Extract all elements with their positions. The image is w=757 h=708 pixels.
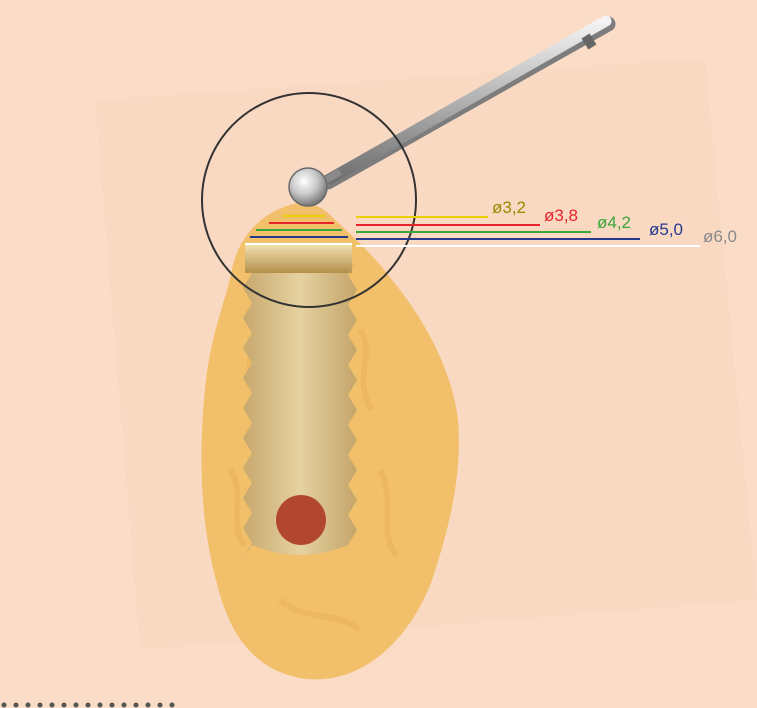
drill-shaft-groove [585, 39, 593, 44]
bottom-dot [62, 703, 67, 708]
bottom-dot [2, 703, 7, 708]
diameter-label-4: ø6,0 [703, 227, 737, 246]
bottom-dot [122, 703, 127, 708]
bottom-dot-row [2, 703, 175, 708]
bottom-dot [158, 703, 163, 708]
bottom-dot [26, 703, 31, 708]
bottom-dot [170, 703, 175, 708]
drill-ball [289, 168, 327, 206]
apex-marker [276, 495, 326, 545]
diameter-label-1: ø3,8 [544, 206, 578, 225]
bottom-dot [98, 703, 103, 708]
bottom-dot [74, 703, 79, 708]
bottom-dot [86, 703, 91, 708]
diameter-label-3: ø5,0 [649, 220, 683, 239]
bottom-dot [50, 703, 55, 708]
bottom-dot [146, 703, 151, 708]
bottom-dot [14, 703, 19, 708]
bottom-dot [110, 703, 115, 708]
bottom-dot [134, 703, 139, 708]
implant-collar [245, 245, 352, 273]
bottom-dot [38, 703, 43, 708]
diameter-label-0: ø3,2 [492, 198, 526, 217]
diameter-label-2: ø4,2 [597, 213, 631, 232]
